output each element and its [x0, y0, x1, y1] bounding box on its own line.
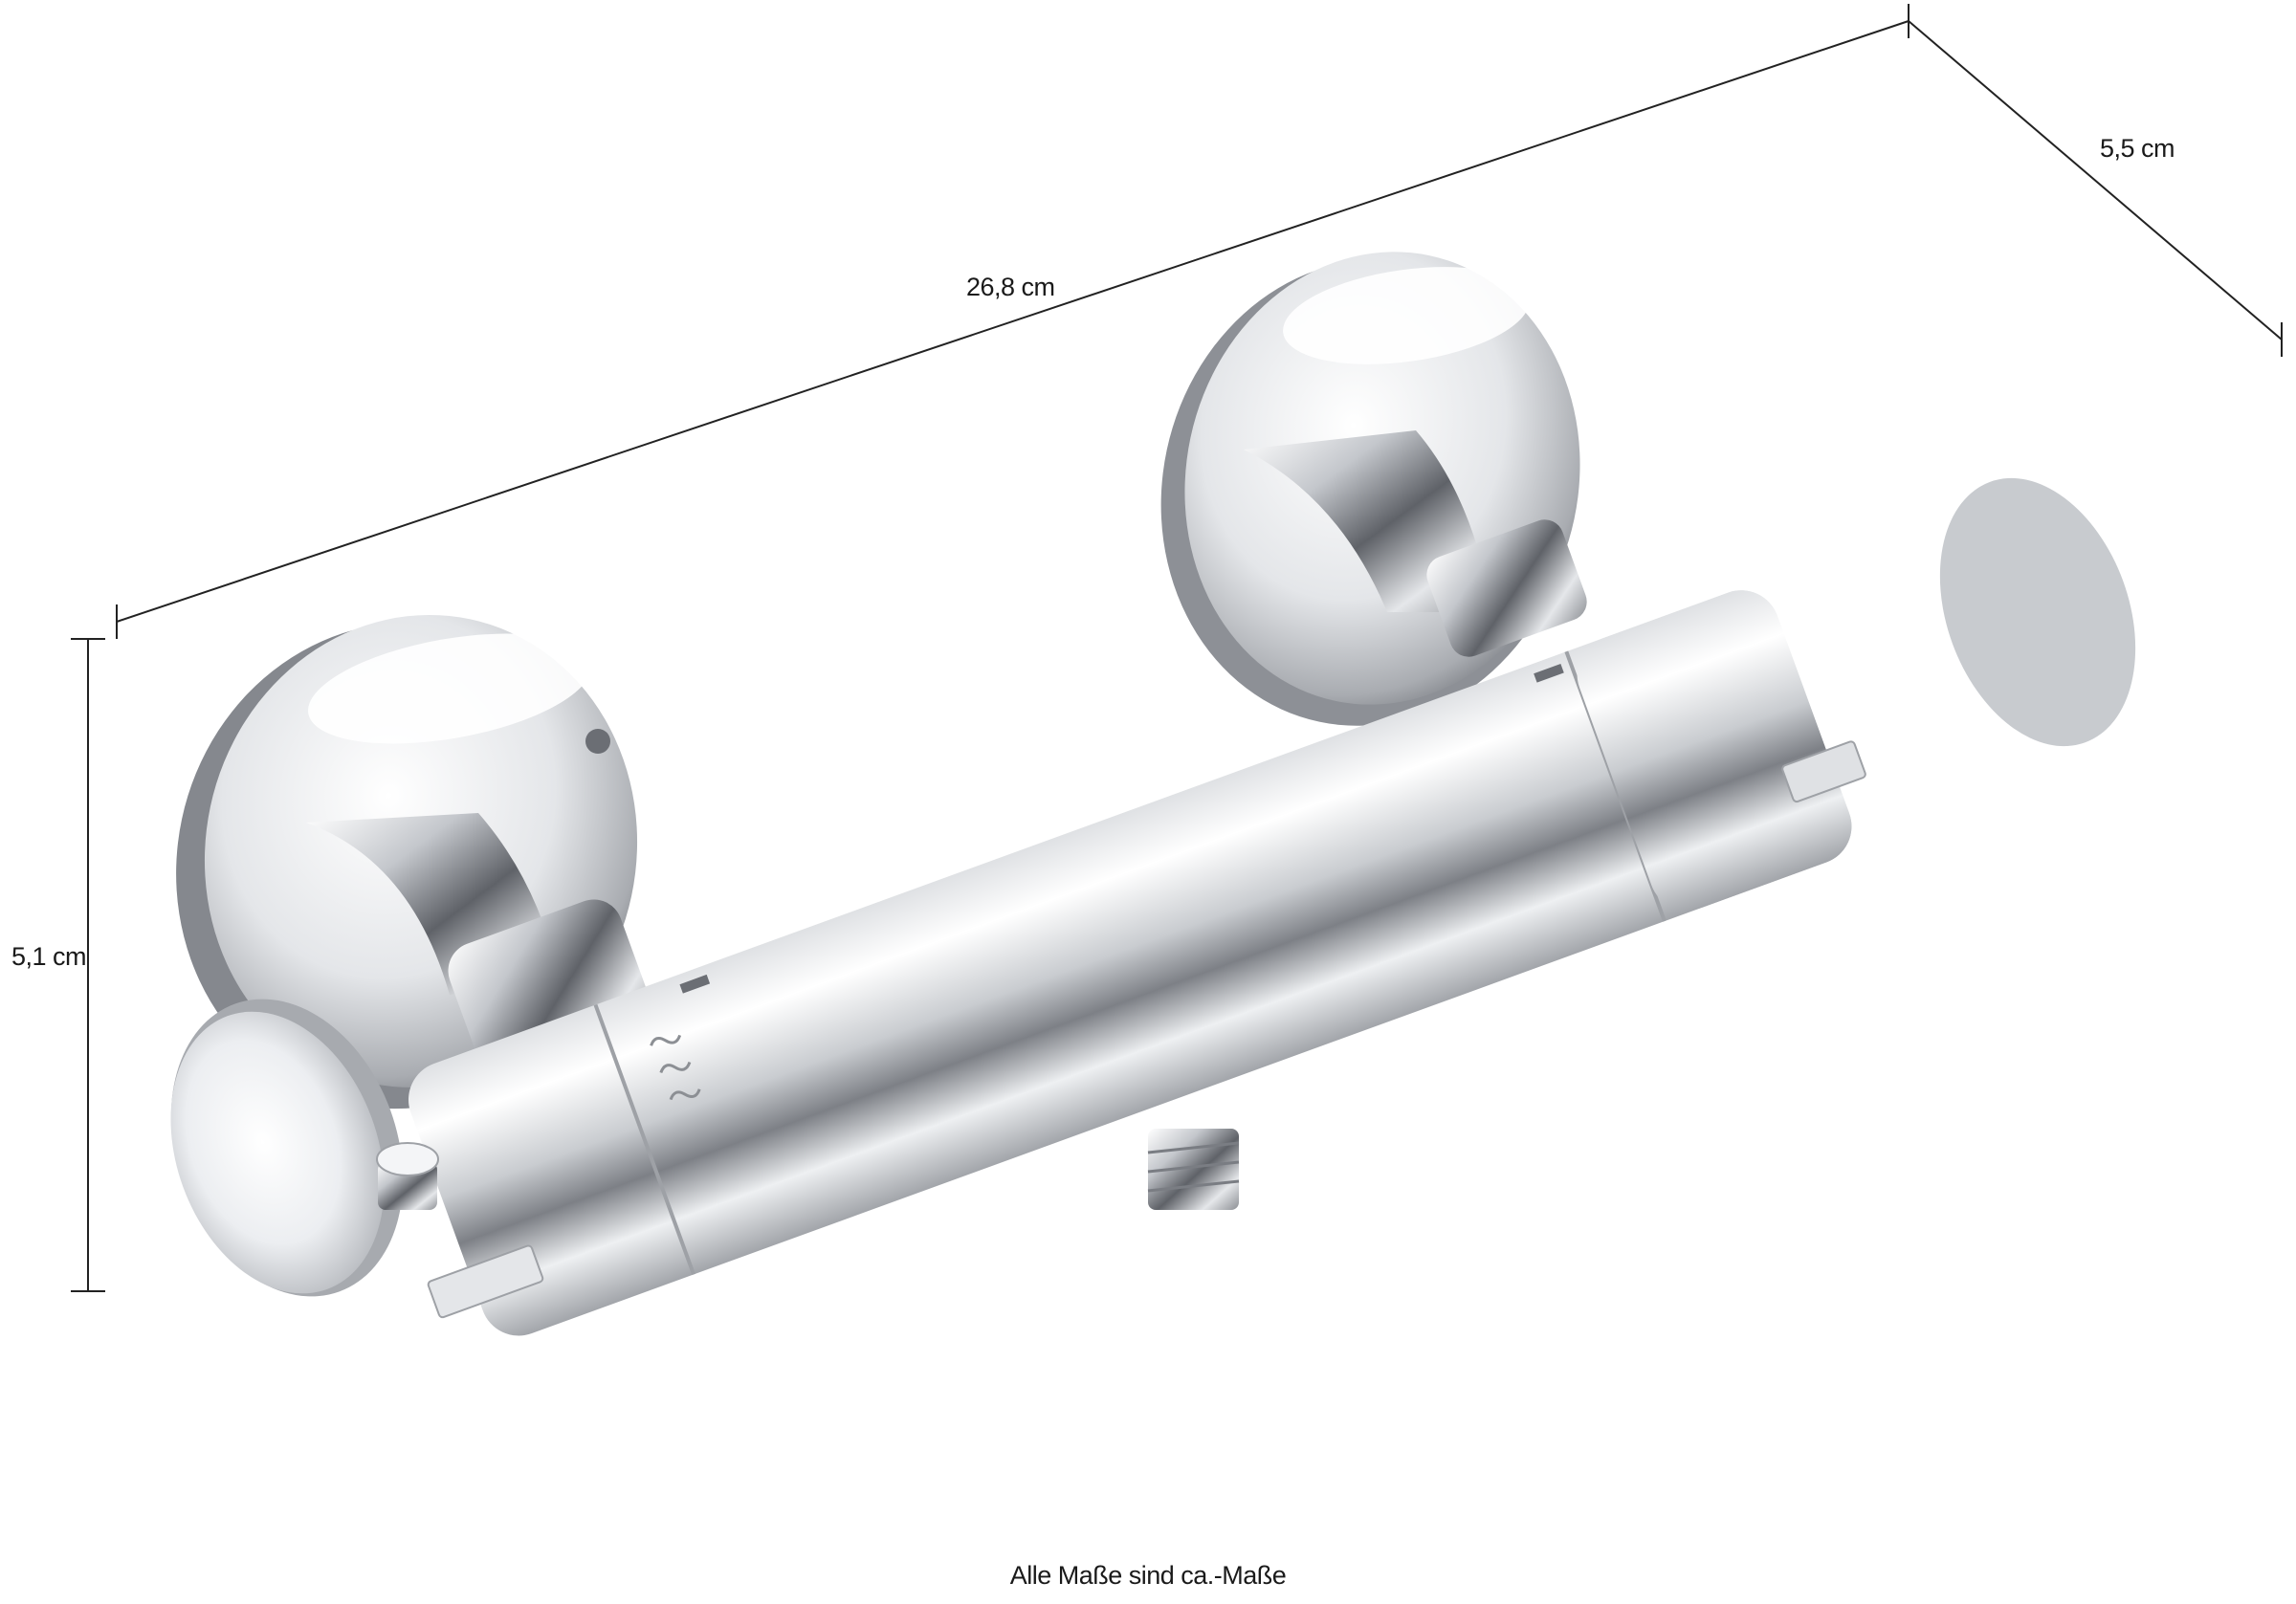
- left-end-cap: [170, 999, 544, 1319]
- thermostat-body: [408, 590, 1866, 1336]
- depth-dimension-line: [1908, 20, 2283, 341]
- right-wall-flange: [1160, 252, 1587, 726]
- outlet-connector: [1147, 1129, 1240, 1210]
- safety-button-left: [376, 1142, 439, 1210]
- height-dimension-label: 5,1 cm: [11, 942, 87, 971]
- dimension-lines: [71, 4, 2283, 1292]
- right-end-cap: [1939, 477, 2136, 747]
- depth-dimension-label: 5,5 cm: [2100, 134, 2175, 163]
- length-dimension-line: [116, 20, 1910, 623]
- dimensions-caption: Alle Maße sind ca.-Maße: [1009, 1561, 1287, 1590]
- length-dimension-label: 26,8 cm: [966, 273, 1055, 301]
- left-wall-flange: [176, 614, 652, 1110]
